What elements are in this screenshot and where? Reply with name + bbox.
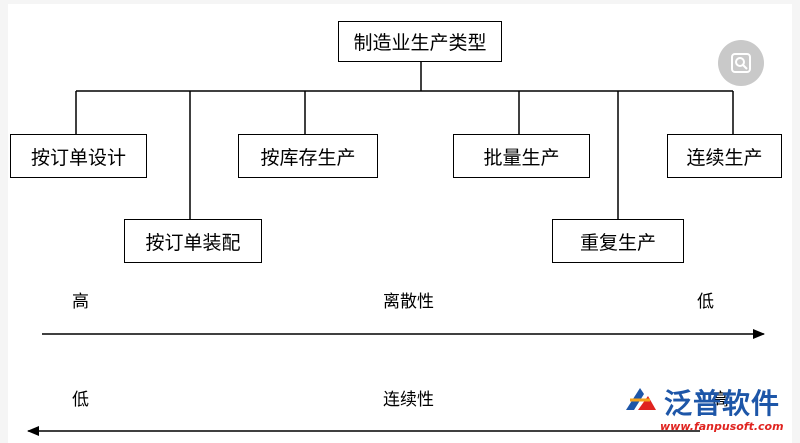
watermark-url: www.fanpusoft.com — [660, 420, 784, 433]
image-search-icon — [731, 53, 751, 73]
continuity-axis-label: 连续性 — [383, 390, 434, 410]
box-make-to-stock: 按库存生产 — [238, 134, 378, 178]
continuity-high-label: 高 — [712, 390, 729, 410]
watermark-name: 泛普软件 — [664, 387, 781, 420]
discrete-low-label: 低 — [697, 292, 714, 312]
box-continuous-production: 连续生产 — [667, 134, 782, 178]
fanpu-logo-icon — [626, 388, 656, 410]
box-make-to-order-design: 按订单设计 — [10, 134, 147, 178]
box-repetitive-production: 重复生产 — [552, 219, 684, 263]
box-batch-production: 批量生产 — [453, 134, 590, 178]
watermark-logo: 泛普软件 www.fanpusoft.com — [620, 382, 792, 440]
box-assemble-to-order: 按订单装配 — [124, 219, 262, 263]
root-box: 制造业生产类型 — [338, 21, 502, 62]
discrete-high-label: 高 — [72, 292, 89, 312]
image-search-button[interactable] — [718, 40, 764, 86]
continuity-low-label: 低 — [72, 390, 89, 410]
discrete-axis-label: 离散性 — [383, 292, 434, 312]
